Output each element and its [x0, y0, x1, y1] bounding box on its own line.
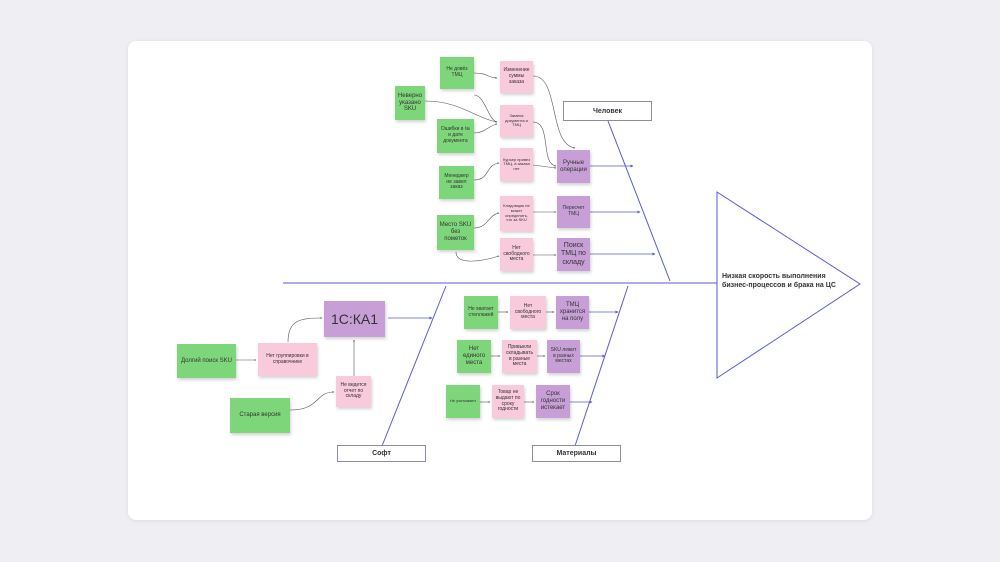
reason-note: Нет свободного места: [510, 296, 546, 329]
cause-note: Долгий поиск SKU: [177, 344, 236, 378]
cause-note: Не хватает стеллажей: [464, 296, 498, 329]
cause-note: Неверно указано SKU: [395, 86, 425, 120]
problem-head: [716, 191, 861, 379]
effect-note: SKU лежит в разных местах: [547, 340, 580, 373]
reason-note: Не ведется отчет по складу: [336, 376, 371, 407]
reason-note: Товар не выдают по сроку годности: [492, 385, 524, 418]
bone-soft: [381, 285, 447, 447]
reason-note: Нет свободного места: [500, 238, 533, 271]
bone-materials: [574, 285, 629, 447]
effect-note: 1С:КА1: [324, 301, 385, 337]
cause-note: Место SKU без пометок: [437, 215, 474, 250]
category-soft: Софт: [337, 445, 426, 462]
cause-note: Менеджер не завел заказ: [439, 166, 474, 199]
reason-note: Нет группировки в справочнике: [258, 343, 317, 376]
reason-note: Курьер привез ТМЦ, а заказа нет: [500, 148, 533, 181]
effect-note: Поиск ТМЦ по складу: [557, 238, 590, 271]
reason-note: Замена документа и ТМЦ: [500, 105, 533, 137]
effect-note: Ручные операции: [557, 150, 590, 183]
cause-note: Старая версия: [230, 398, 290, 433]
effect-note: ТМЦ хранится на полу: [556, 296, 589, 329]
problem-label: Низкая скорость выполнения бизнес-процес…: [722, 273, 836, 290]
cause-note: Не довёз ТМЦ: [440, 57, 474, 89]
reason-note: Кладовщик не может определить, что за SK…: [500, 196, 533, 231]
category-materials: Материалы: [532, 445, 621, 462]
effect-note: Пересчет ТМЦ: [557, 196, 590, 228]
category-person: Человек: [563, 101, 652, 121]
reason-note: Изменение суммы заказа: [500, 61, 533, 93]
bone-person: [607, 120, 671, 282]
reason-note: Привыкли складывать в разные места: [502, 340, 537, 373]
cause-note: Не учитывают: [446, 385, 480, 418]
effect-note: Срок годности истекает: [536, 385, 570, 418]
cause-note: Ошибки в № и дате документа: [437, 119, 474, 153]
cause-note: Нет единого места: [457, 340, 491, 373]
